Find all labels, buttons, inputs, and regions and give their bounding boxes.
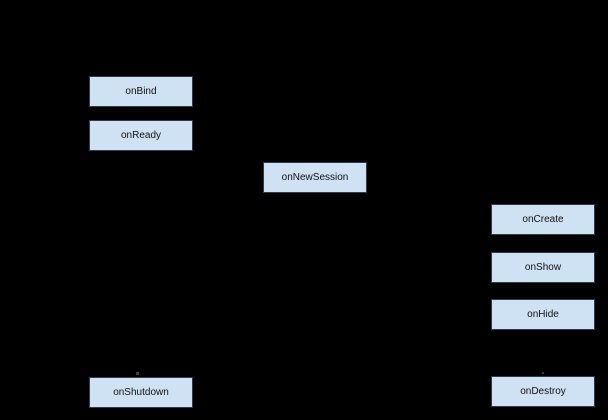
node-onshutdown: onShutdown	[89, 377, 193, 408]
arrowhead-artifact	[136, 372, 139, 375]
node-oncreate-label: onCreate	[522, 213, 564, 225]
node-onshow-label: onShow	[524, 261, 562, 273]
node-onready: onReady	[89, 120, 193, 151]
node-onnewsession: onNewSession	[263, 162, 367, 193]
node-onhide: onHide	[491, 299, 595, 330]
node-oncreate: onCreate	[491, 204, 595, 235]
node-onhide-label: onHide	[527, 308, 559, 320]
node-onbind-label: onBind	[125, 85, 157, 97]
node-ondestroy-label: onDestroy	[520, 385, 566, 397]
node-onready-label: onReady	[120, 129, 162, 141]
node-ondestroy: onDestroy	[491, 376, 595, 407]
node-onshutdown-label: onShutdown	[113, 386, 169, 398]
arrowhead-artifact	[542, 372, 544, 374]
node-onshow: onShow	[491, 252, 595, 283]
node-onnewsession-label: onNewSession	[281, 171, 349, 183]
node-onbind: onBind	[89, 76, 193, 107]
